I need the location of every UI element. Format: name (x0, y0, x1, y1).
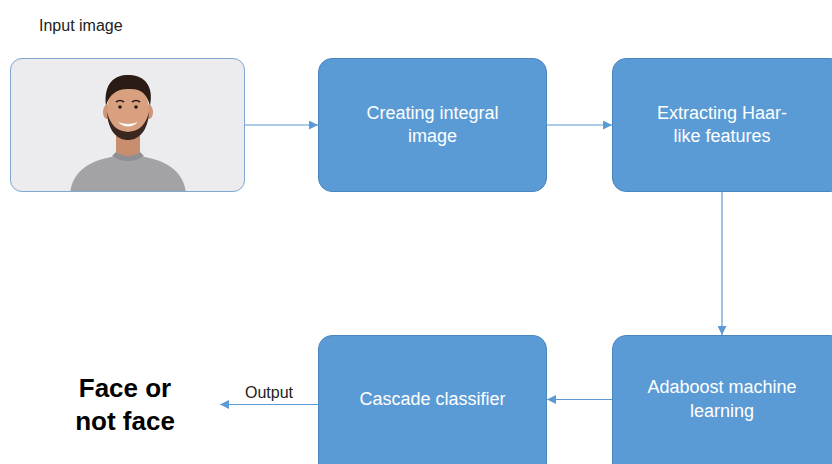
eye (118, 105, 122, 109)
flow-arrow (245, 124, 318, 125)
hair (106, 75, 151, 106)
output-result: Face or not face (52, 362, 198, 447)
flow-arrow (721, 192, 722, 335)
input-image-frame: Input image (10, 58, 245, 192)
process-text: Creating integral image (355, 102, 510, 149)
flow-arrow (547, 399, 612, 400)
process-text: Adaboost machine learning (645, 376, 800, 423)
flow-arrow (220, 404, 318, 405)
result-text: Face or not face (64, 372, 186, 437)
eyebrow (132, 101, 140, 103)
process-text: Extracting Haar-like features (645, 102, 800, 149)
flow-arrow (547, 124, 612, 125)
eyebrow (116, 101, 124, 103)
smile (118, 122, 138, 127)
process-box: Extracting Haar-like features (612, 58, 832, 192)
eye (134, 105, 138, 109)
beard (107, 112, 149, 140)
collar (112, 152, 144, 161)
process-text: Cascade classifier (359, 388, 505, 411)
process-box: Cascade classifier (318, 335, 547, 464)
edge-label: Output (243, 384, 295, 402)
process-box: Adaboost machine learning (612, 335, 832, 464)
process-box: Creating integral image (318, 58, 547, 192)
portrait-illustration (10, 58, 245, 192)
image-heading: Input image (39, 17, 123, 35)
